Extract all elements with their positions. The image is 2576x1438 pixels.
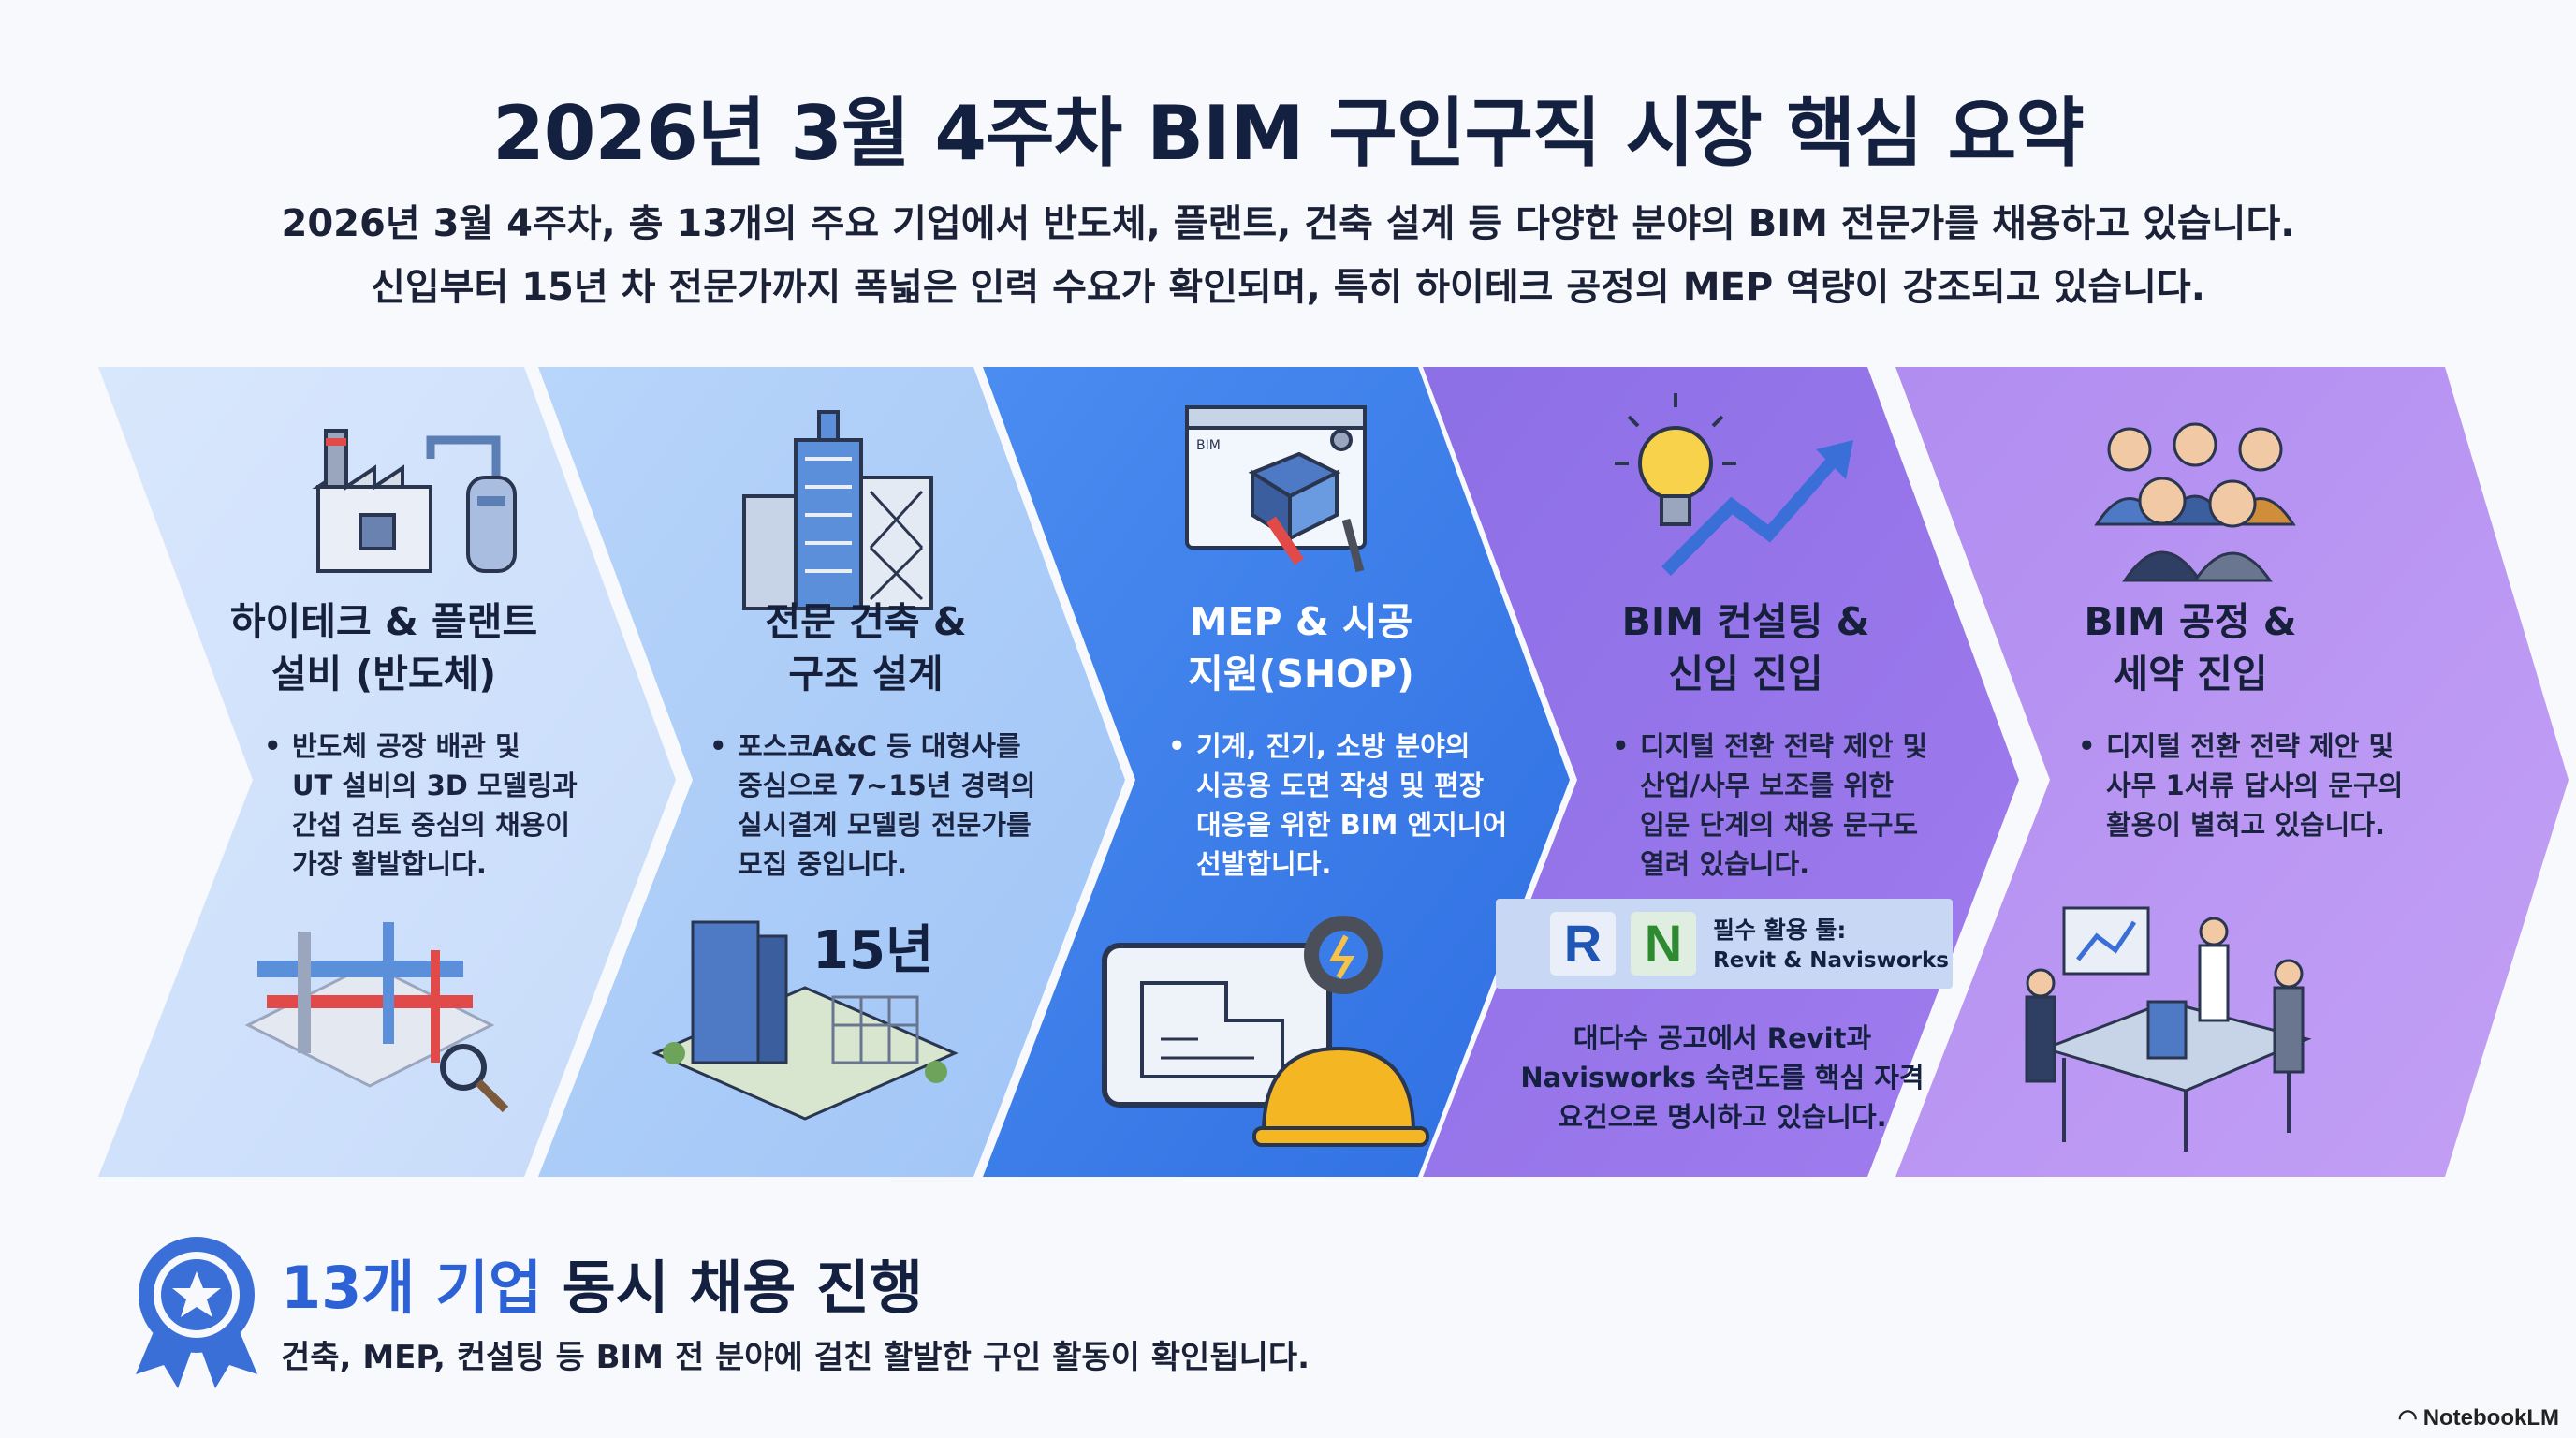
svg-text:BIM: BIM	[1196, 438, 1221, 453]
award-ribbon-icon	[136, 1237, 257, 1388]
bullet-icon: •	[2078, 730, 2096, 762]
panel-1-bg	[98, 367, 676, 1177]
subtitle-line: 2026년 3월 4주차, 총 13개의 주요 기업에서 반도체, 플랜트, 건…	[281, 202, 2295, 245]
building-model-icon	[651, 920, 959, 1121]
panel-2-bg	[538, 367, 1125, 1177]
revit-icon: R	[1550, 912, 1616, 976]
bullet-icon: •	[710, 730, 727, 762]
bim-software-icon: BIM	[1185, 405, 1367, 573]
skyscraper-icon	[742, 410, 933, 610]
footer-title: 13개 기업 동시 채용 진행	[281, 1240, 923, 1325]
lightbulb-growth-icon	[1615, 393, 1853, 576]
panel-1-body: • 반도체 공장 배관 및 UT 설비의 3D 모델링과 간섭 검토 중심의 채…	[264, 726, 629, 884]
meeting-table-icon	[2025, 906, 2312, 1152]
factory-icon	[312, 429, 517, 573]
page-title: 2026년 3월 4주차 BIM 구인구직 시장 핵심 요약	[492, 90, 2085, 177]
panel-5-heading: BIM 공정 & 세약 진입	[2084, 599, 2297, 697]
panel-3-body: • 기계, 진기, 소방 분야의 시공용 도면 작성 및 편장 대응을 위한 B…	[1168, 726, 1543, 884]
team-icon	[2094, 422, 2296, 582]
footer-title-accent: 13개 기업	[281, 1254, 542, 1322]
bullet-icon: •	[1168, 730, 1186, 762]
panel-1-heading: 하이테크 & 플랜트 설비 (반도체)	[229, 599, 538, 697]
panel-5-body: • 디지털 전환 전략 제안 및 사무 1서류 답사의 문구의 활용이 별혀고 …	[2078, 726, 2452, 844]
footer-subtitle: 건축, MEP, 컨설팅 등 BIM 전 분야에 걸친 활발한 구인 활동이 확…	[281, 1339, 1310, 1376]
brand-watermark: ◠NotebookLM	[2397, 1405, 2559, 1431]
bullet-icon: •	[264, 730, 282, 762]
panel-2-heading: 전문 건축 & 구조 설계	[765, 599, 967, 697]
subtitle-line: 신입부터 15년 차 전문가까지 폭넓은 인력 수요가 확인되며, 특히 하이테…	[371, 266, 2205, 309]
tablet-drawing-icon	[1102, 916, 1429, 1147]
footer-title-rest: 동시 채용 진행	[541, 1254, 923, 1322]
page-subtitle: 2026년 3월 4주차, 총 13개의 주요 기업에서 반도체, 플랜트, 건…	[112, 192, 2464, 319]
panel-3-heading: MEP & 시공 지원(SHOP)	[1188, 599, 1414, 697]
tools-note: 대다수 공고에서 Revit과 Navisworks 숙련도를 핵심 자격 요건…	[1520, 1022, 1925, 1133]
panel-2-body: • 포스코A&C 등 대형사를 중심으로 7~15년 경력의 실시결계 모델링 …	[710, 726, 1075, 884]
navisworks-icon: N	[1631, 912, 1696, 976]
pipe-network-icon	[244, 922, 509, 1113]
notebooklm-logo-icon: ◠	[2397, 1405, 2418, 1431]
experience-badge: 15년	[812, 920, 934, 981]
required-tools-box: R N 필수 활용 툴: Revit & Navisworks	[1496, 899, 1953, 989]
tools-label: 필수 활용 툴: Revit & Navisworks	[1713, 917, 1949, 973]
bullet-icon: •	[1612, 730, 1630, 762]
panel-4-body: • 디지털 전환 전략 제안 및 산업/사무 보조를 위한 입문 단계의 채용 …	[1612, 726, 1986, 884]
panel-4-heading: BIM 컨설팅 & 신입 진입	[1621, 599, 1870, 697]
